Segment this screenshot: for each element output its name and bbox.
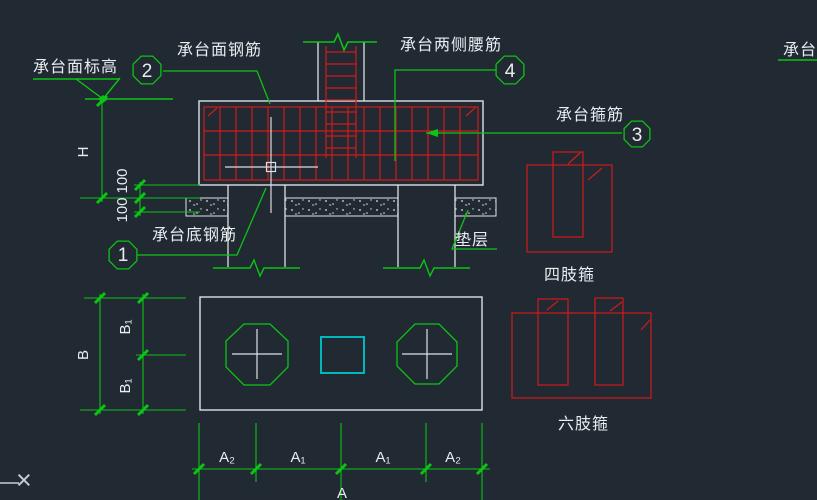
dim-A1-right: A₁ [375,449,390,466]
pile-cap-outline[interactable] [198,100,484,186]
detail-six-leg-stirrup[interactable] [511,297,652,399]
column[interactable] [317,42,365,101]
ucs-x-marker: × [16,465,32,495]
stirrup-label: 承台箍筋 [556,106,624,124]
six-leg-label: 六肢箍 [558,415,609,433]
four-leg-label: 四肢箍 [544,266,595,284]
dim-A1-left: A₁ [290,449,305,466]
dim-B: B [75,350,92,360]
callout-3[interactable]: 3 [623,120,651,148]
leader-stirrup[interactable] [426,129,622,137]
dim-B1-top: B₁ [117,319,134,334]
plan-cap-outline[interactable] [199,296,483,411]
dim-A2-right: A₂ [445,449,461,466]
bedding-label: 垫层 [455,231,489,249]
leader-arrow-icon [426,129,438,137]
dim-B1-bottom: B₁ [117,378,134,393]
leader-bottom-rebar[interactable] [137,187,267,256]
dimensions-plan-left [80,291,186,417]
stirrup-hook-icon [546,300,651,331]
break-line-column [303,32,377,52]
dim-100-top: 100 [114,168,131,193]
dimensions-plan-bottom [192,423,490,500]
column-rebar[interactable] [325,46,357,158]
callout-1-number: 1 [118,245,129,266]
pile-break-lines [213,258,470,278]
callout-3-number: 3 [632,125,643,146]
stirrup-hook-icon [207,107,476,117]
callout-2[interactable]: 2 [132,55,162,85]
dim-H: H [75,147,92,158]
plan-view[interactable] [199,296,483,411]
pickbox-icon [265,161,277,173]
dim-A-overall: A [337,485,347,500]
callout-4-number: 4 [505,61,516,82]
pile-center-cross-icon [402,329,452,379]
top-right-partial-label: 承台 [783,41,817,59]
detail-four-leg-stirrup[interactable] [526,151,613,253]
pile-symbol-left[interactable] [225,323,289,386]
callout-4[interactable]: 4 [495,55,525,85]
callout-1[interactable]: 1 [108,240,138,270]
dim-A2-left: A₂ [219,449,235,466]
elevation-label: 承台面标高 [33,58,118,76]
dim-tick-icon [192,462,489,476]
leader-side-rebar[interactable] [394,69,496,161]
dim-tick-icon [93,291,150,417]
stirrup-hook-icon [567,151,603,181]
top-right-partial: 承台 [778,41,817,61]
callout-2-number: 2 [142,61,153,82]
column-symbol[interactable] [320,336,365,374]
pile-symbol-right[interactable] [396,323,458,385]
ucs-icon: × [0,465,32,495]
crosshair-cursor [225,117,318,213]
section-view[interactable] [185,32,497,278]
dimensions-section-left [80,94,200,219]
dim-100-bottom: 100 [114,197,131,222]
leader-bedding[interactable] [451,209,497,250]
bottom-rebar-label: 承台底钢筋 [152,226,237,244]
dim-tick-icon [95,94,147,219]
side-rebar-label: 承台两侧腰筋 [400,36,502,54]
bedding-layer[interactable] [185,197,497,217]
top-rebar-label: 承台面钢筋 [177,41,262,59]
leader-top-rebar[interactable] [163,70,271,105]
rebar-mesh[interactable] [203,106,479,181]
pile-center-cross-icon [232,329,282,379]
